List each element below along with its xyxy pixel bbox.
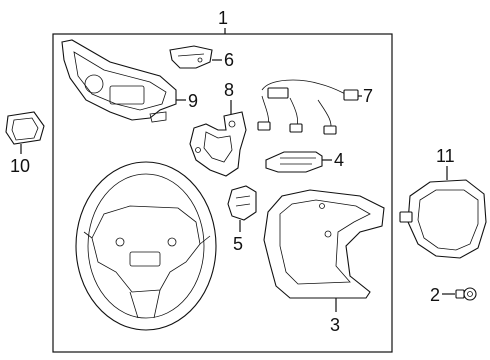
callout-8[interactable]: 8 — [224, 80, 234, 114]
callout-4-label: 4 — [334, 150, 344, 170]
part-5-switch-module — [227, 185, 257, 221]
callout-5-label: 5 — [233, 234, 243, 254]
callout-2-label: 2 — [430, 285, 440, 305]
callout-7-label: 7 — [363, 86, 373, 106]
callout-8-label: 8 — [224, 80, 234, 100]
callout-6-label: 6 — [224, 50, 234, 70]
callout-10-label: 10 — [10, 156, 30, 176]
callout-9[interactable]: 9 — [176, 91, 198, 111]
callout-7[interactable]: 7 — [358, 86, 373, 106]
part-11-airbag — [399, 179, 487, 259]
callout-2[interactable]: 2 — [430, 285, 455, 305]
part-8-housing — [189, 111, 247, 177]
part-6-bracket — [169, 45, 213, 69]
part-steering-wheel — [75, 161, 217, 331]
callout-6[interactable]: 6 — [212, 50, 234, 70]
callout-4[interactable]: 4 — [322, 150, 344, 170]
callout-11-label: 11 — [436, 146, 455, 166]
part-3-rear-cover — [263, 189, 385, 299]
callout-3[interactable]: 3 — [330, 298, 340, 335]
part-9-bezel — [61, 39, 177, 123]
part-4-switch-panel — [265, 151, 323, 173]
assembly-frame — [52, 33, 393, 353]
part-10-cap — [5, 111, 45, 145]
callout-10[interactable]: 10 — [10, 144, 30, 176]
callout-9-label: 9 — [188, 91, 198, 111]
part-2-bolt — [455, 287, 477, 301]
callout-3-label: 3 — [330, 315, 340, 335]
callout-5[interactable]: 5 — [233, 220, 243, 254]
part-7-harness — [257, 79, 359, 135]
callout-1[interactable]: 1 — [218, 8, 228, 34]
callout-1-label: 1 — [218, 8, 228, 28]
callout-11[interactable]: 11 — [436, 146, 455, 180]
